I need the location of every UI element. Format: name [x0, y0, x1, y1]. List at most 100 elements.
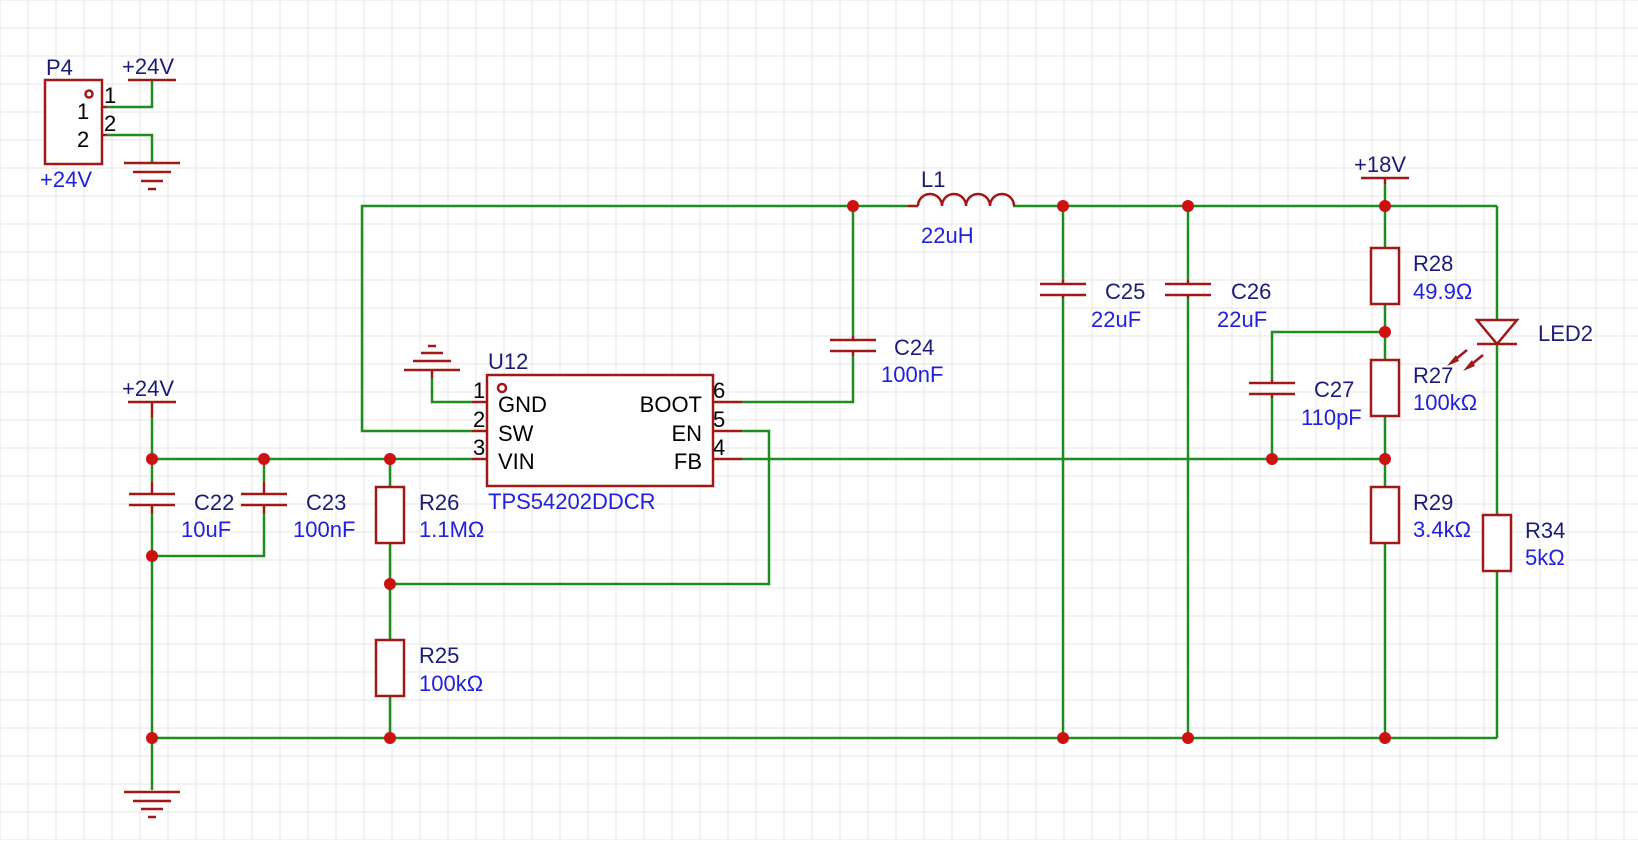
c22-value: 10uF — [181, 517, 231, 542]
junction-dot — [384, 578, 396, 590]
u12-pin4-name: FB — [674, 449, 702, 474]
r25-body — [374, 638, 406, 698]
c26-value: 22uF — [1217, 307, 1267, 332]
light-emission-icon — [1447, 349, 1484, 371]
power-label: +24V — [122, 54, 174, 79]
capacitor-c26[interactable]: C26 22uF — [1165, 279, 1271, 332]
c22-designator: C22 — [194, 490, 234, 515]
c25-designator: C25 — [1105, 279, 1145, 304]
wire-p4-pin2[interactable] — [107, 133, 154, 163]
capacitor-c24[interactable]: C24 100nF — [830, 335, 943, 387]
r25-designator: R25 — [419, 643, 459, 668]
u12-pin5-name: EN — [671, 421, 702, 446]
resistor-r25[interactable]: R25 100kΩ — [374, 638, 483, 698]
p4-pin1-marker — [84, 89, 94, 99]
junction-dot — [1379, 732, 1391, 744]
junction-dot — [146, 453, 158, 465]
connector-p4[interactable]: P4 1 1 2 2 +24V — [40, 55, 116, 192]
r29-value: 3.4kΩ — [1413, 517, 1471, 542]
led-led2[interactable]: LED2 — [1447, 318, 1593, 371]
p4-net-label: +24V — [40, 167, 92, 192]
ground-symbol-p4[interactable] — [124, 161, 180, 191]
led2-designator: LED2 — [1538, 321, 1593, 346]
u12-pin3-number: 3 — [473, 435, 485, 460]
c25-value: 22uF — [1091, 307, 1141, 332]
p4-designator: P4 — [46, 55, 73, 80]
r26-body — [374, 485, 406, 545]
emission-arrowhead-2 — [1463, 360, 1475, 371]
u12-pin2-name: SW — [498, 421, 534, 446]
r28-value: 49.9Ω — [1413, 279, 1472, 304]
r25-value: 100kΩ — [419, 671, 483, 696]
power-port-out-18v[interactable]: +18V — [1354, 152, 1409, 184]
power-label: +24V — [122, 376, 174, 401]
junction-dot — [146, 732, 158, 744]
junction-dot — [1266, 453, 1278, 465]
junction-dot — [384, 453, 396, 465]
ground-symbol-main[interactable] — [124, 790, 180, 819]
r29-body — [1369, 485, 1401, 545]
wire-u12-gnd[interactable] — [430, 378, 472, 404]
emission-arrowhead-1 — [1447, 355, 1459, 366]
r27-value: 100kΩ — [1413, 390, 1477, 415]
junction-dot — [258, 453, 270, 465]
capacitor-c27[interactable]: C27 110pF — [1249, 377, 1362, 430]
ic-u12[interactable]: U12 TPS54202DDCR 1 2 3 GND SW VIN 6 5 4 … — [472, 349, 742, 514]
p4-pin2-number: 2 — [104, 111, 116, 136]
c24-value: 100nF — [881, 362, 943, 387]
u12-part-number: TPS54202DDCR — [488, 489, 656, 514]
wire-sw[interactable] — [360, 204, 908, 433]
inductor-l1[interactable]: L1 22uH — [908, 167, 1016, 248]
resistor-r26[interactable]: R26 1.1MΩ — [374, 485, 484, 545]
r27-body — [1369, 358, 1401, 418]
wire-p4-pin1[interactable] — [107, 80, 154, 109]
l1-value: 22uH — [921, 223, 974, 248]
junction-dot — [1379, 326, 1391, 338]
u12-body — [485, 373, 715, 488]
power-port-vin-24v[interactable]: +24V — [122, 376, 176, 417]
power-label: +18V — [1354, 152, 1406, 177]
junction-dot — [1379, 453, 1391, 465]
p4-pin1-number: 1 — [104, 83, 116, 108]
u12-pin1-number: 1 — [473, 378, 485, 403]
junction-dot — [146, 550, 158, 562]
junction-dots — [146, 200, 1391, 744]
r28-body — [1369, 246, 1401, 306]
r29-designator: R29 — [1413, 490, 1453, 515]
c23-designator: C23 — [306, 490, 346, 515]
p4-pin2-label: 2 — [77, 127, 89, 152]
led2-triangle — [1474, 318, 1520, 346]
u12-pin6-name: BOOT — [640, 392, 702, 417]
l1-coil — [916, 192, 1016, 207]
wire-en[interactable] — [390, 429, 771, 586]
r28-designator: R28 — [1413, 251, 1453, 276]
u12-pin1-name: GND — [498, 392, 547, 417]
capacitor-c22[interactable]: C22 10uF — [129, 482, 234, 542]
resistor-r34[interactable]: R34 5kΩ — [1481, 513, 1565, 573]
wires[interactable] — [107, 80, 1499, 790]
junction-dot — [847, 200, 859, 212]
u12-pin4-number: 4 — [713, 435, 725, 460]
junction-dot — [1379, 200, 1391, 212]
u12-pin5-number: 5 — [713, 407, 725, 432]
junction-dot — [1057, 200, 1069, 212]
c24-designator: C24 — [894, 335, 934, 360]
c27-value: 110pF — [1301, 405, 1362, 430]
resistor-r28[interactable]: R28 49.9Ω — [1369, 246, 1472, 306]
wire-boot[interactable] — [742, 356, 855, 404]
capacitor-c25[interactable]: C25 22uF — [1040, 279, 1145, 332]
r34-value: 5kΩ — [1525, 545, 1565, 570]
wire-c27-top[interactable] — [1270, 330, 1385, 380]
ground-symbol-u12[interactable] — [404, 344, 460, 378]
u12-pin2-number: 2 — [473, 407, 485, 432]
resistor-r27[interactable]: R27 100kΩ — [1369, 358, 1477, 418]
c26-designator: C26 — [1231, 279, 1271, 304]
capacitor-c23[interactable]: C23 100nF — [241, 482, 355, 542]
power-port-p4-24v[interactable]: +24V — [122, 54, 176, 82]
r26-designator: R26 — [419, 490, 459, 515]
resistor-r29[interactable]: R29 3.4kΩ — [1369, 485, 1471, 545]
wire-c23-bottom[interactable] — [152, 513, 266, 558]
u12-designator: U12 — [488, 349, 528, 374]
